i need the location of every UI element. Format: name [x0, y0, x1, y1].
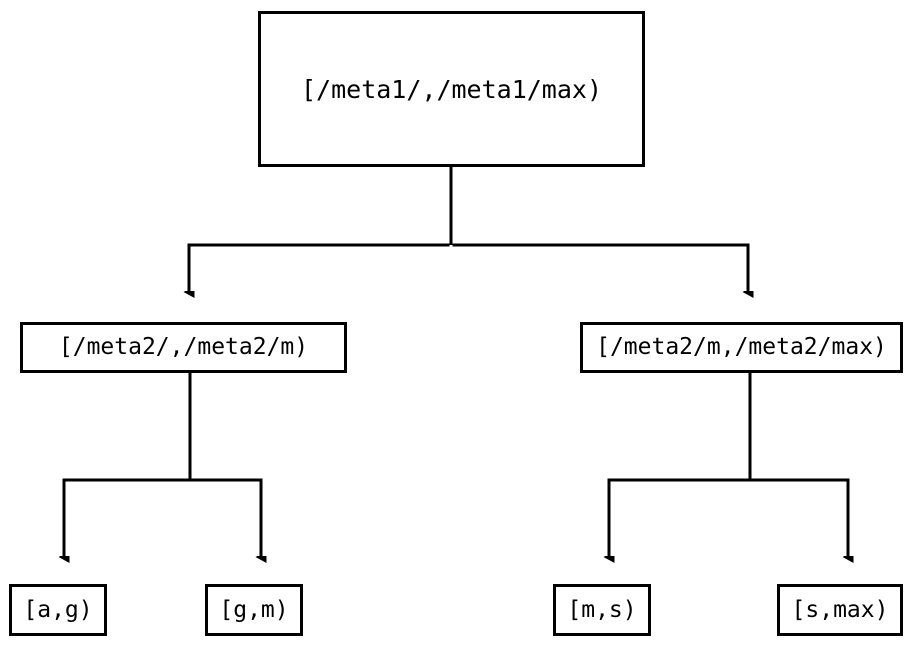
edge-mid-left-to-leaf-ag — [64, 373, 192, 557]
tree-node-leaf-ms: [m,s) — [553, 584, 651, 636]
tree-node-root: [/meta1/,/meta1/max) — [258, 11, 645, 167]
tree-node-leaf-ms-label: [m,s) — [567, 596, 637, 623]
tree-node-leaf-ag-label: [a,g) — [23, 596, 93, 623]
tree-node-leaf-smax-label: [s,max) — [791, 596, 889, 623]
edge-root-to-mid-left — [189, 167, 453, 292]
tree-node-root-label: [/meta1/,/meta1/max) — [300, 74, 603, 104]
edge-mid-left-to-leaf-gm — [188, 478, 262, 558]
tree-node-mid-right: [/meta2/m,/meta2/max) — [580, 322, 903, 373]
edge-mid-right-to-leaf-ms — [609, 373, 752, 557]
edge-root-to-mid-right — [452, 243, 749, 293]
tree-node-leaf-smax: [s,max) — [777, 584, 903, 636]
tree-node-leaf-gm: [g,m) — [205, 584, 303, 636]
edge-mid-right-to-leaf-smax — [748, 478, 849, 558]
tree-node-mid-right-label: [/meta2/m,/meta2/max) — [596, 334, 887, 360]
tree-node-mid-left: [/meta2/,/meta2/m) — [20, 322, 347, 373]
tree-node-leaf-ag: [a,g) — [9, 584, 107, 636]
tree-node-mid-left-label: [/meta2/,/meta2/m) — [58, 334, 309, 360]
tree-node-leaf-gm-label: [g,m) — [219, 596, 289, 623]
